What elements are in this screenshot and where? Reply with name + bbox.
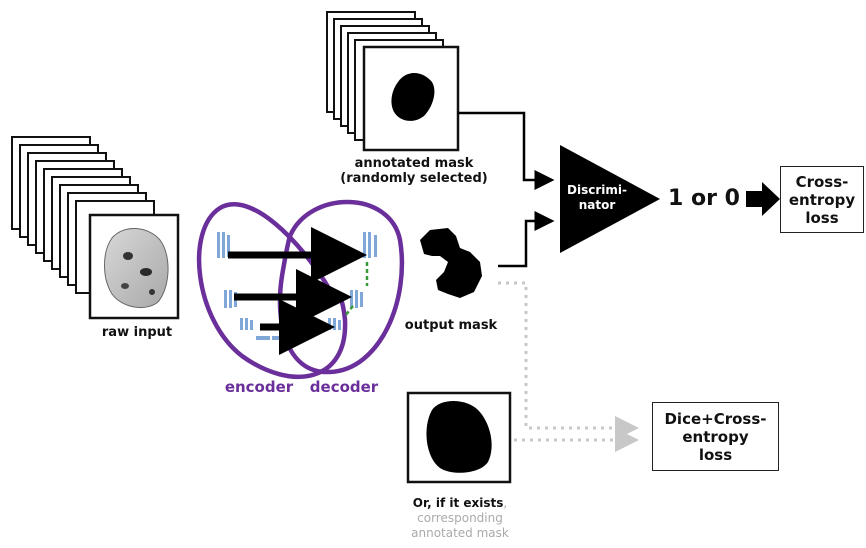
annotated-mask-stack	[326, 11, 460, 152]
cross-entropy-line2: entropy	[788, 190, 856, 209]
output-to-discriminator-arrow	[498, 211, 555, 268]
discriminator-label-line2: nator	[578, 198, 616, 212]
dice-line3: loss	[698, 445, 733, 464]
encoder-label: encoder	[224, 378, 294, 396]
annotated-mask-shape	[391, 73, 435, 121]
encoder-loop	[196, 202, 348, 379]
dice-line2: entropy	[682, 427, 749, 446]
decoder-label: decoder	[309, 378, 379, 396]
output-mask-shape	[420, 228, 482, 298]
encoder-decoder-loops	[196, 199, 405, 379]
to-cross-entropy-arrow	[746, 182, 780, 216]
alt-label-line3: annotated mask	[411, 526, 509, 540]
alt-label-comma: ,	[503, 496, 508, 510]
discriminator-label-line1: Discrimi-	[567, 183, 627, 197]
output-mask-label: output mask	[404, 318, 498, 333]
cross-entropy-line3: loss	[805, 208, 839, 227]
decoder-loop	[277, 199, 405, 375]
dice-cross-entropy-loss-box: Dice+Cross- entropy loss	[652, 402, 779, 471]
dotted-path-to-dice	[498, 281, 639, 452]
alt-label-bold: Or, if it exists	[412, 496, 504, 510]
raw-input-cell-image	[104, 228, 169, 309]
cross-entropy-line1: Cross-	[795, 172, 849, 191]
discriminator-triangle	[560, 145, 660, 253]
one-or-zero-label: 1 or 0	[668, 186, 740, 211]
annotated-mask-label-line2: (randomly selected)	[340, 171, 488, 186]
unet-skip-connections	[228, 227, 369, 355]
alt-label-line2: corresponding	[417, 511, 503, 525]
raw-input-stack	[11, 136, 180, 320]
alt-annotated-mask-shape	[426, 401, 492, 473]
annotated-to-discriminator-arrow	[458, 111, 555, 190]
dice-line1: Dice+Cross-	[664, 409, 767, 428]
annotated-mask-label-line1: annotated mask	[354, 156, 474, 171]
annotated-mask-label: annotated mask (randomly selected)	[334, 156, 494, 186]
cross-entropy-loss-box: Cross- entropy loss	[780, 166, 864, 233]
raw-input-label: raw input	[101, 325, 173, 340]
alt-annotated-mask-label: Or, if it exists, corresponding annotate…	[380, 496, 540, 541]
discriminator-label: Discrimi- nator	[560, 183, 634, 213]
